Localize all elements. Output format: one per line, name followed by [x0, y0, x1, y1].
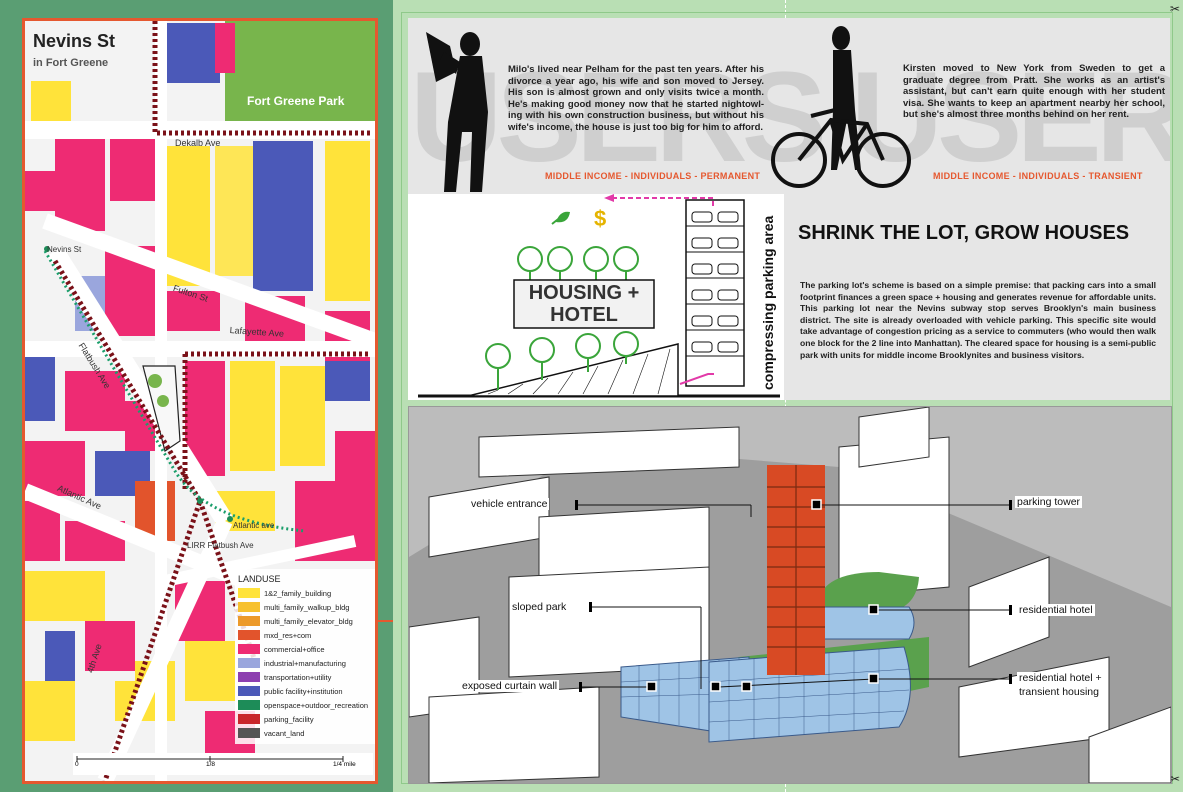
housing-hotel-label: HOUSING + HOTEL — [528, 282, 640, 326]
callout-res-hotel-transient-1: residential hotel + — [1017, 672, 1104, 684]
legend-item: mxd_res+com — [238, 628, 375, 642]
parking-area-label: compressing parking area — [760, 215, 776, 390]
users-ghost-text: USERS USERS — [410, 46, 1170, 189]
legend-item: public facility+institution — [238, 684, 375, 698]
callout-curtain-wall: exposed curtain wall — [460, 680, 560, 692]
map-subtitle: in Fort Greene — [33, 57, 109, 69]
legend-swatch — [238, 658, 260, 668]
scissors-icon: ✂ — [1170, 772, 1181, 786]
legend-item: openspace+outdoor_recreation — [238, 698, 375, 712]
scale-start: 0 — [75, 761, 79, 768]
legend-item: vacant_land — [238, 726, 375, 740]
legend-label: parking_facility — [264, 714, 314, 724]
street-label-dekalb: Dekalb Ave — [175, 138, 221, 148]
scale-mid: 1/8 — [206, 761, 216, 768]
scheme-section: SHRINK THE LOT, GROW HOUSES The parking … — [784, 194, 1170, 400]
street-label-atlantic-station: Atlantic ave — [233, 521, 275, 530]
park-label: Fort Greene Park — [247, 94, 345, 108]
legend-label: industrial+manufacturing — [264, 658, 346, 668]
legend-label: public facility+institution — [264, 686, 343, 696]
callout-vehicle-entrance: vehicle entrance — [469, 498, 550, 510]
scissors-icon: ✂ — [1170, 2, 1181, 16]
street-label-nevins: Nevins St — [47, 245, 82, 254]
milo-bio: Milo's lived near Pelham for the past te… — [508, 64, 764, 133]
kirsten-silhouette — [771, 26, 911, 188]
legend-item: industrial+manufacturing — [238, 656, 375, 670]
legend-title: LANDUSE — [238, 574, 281, 584]
legend-label: commercial+office — [264, 644, 325, 654]
legend-swatch — [238, 672, 260, 682]
callout-parking-tower: parking tower — [1015, 496, 1083, 508]
map-title: Nevins St — [33, 31, 116, 51]
legend-swatch — [238, 630, 260, 640]
kirsten-tag: MIDDLE INCOME - INDIVIDUALS - TRANSIENT — [933, 171, 1143, 181]
fort-greene-park — [225, 21, 375, 121]
legend-swatch — [238, 588, 260, 598]
axon-drawing — [409, 407, 1171, 783]
legend-swatch — [238, 714, 260, 724]
street-label-lirr: LIRR Flatbush Ave — [187, 541, 254, 550]
legend-item: parking_facility — [238, 712, 375, 726]
users-section: USERS USERS Milo's lived near Pelham for… — [408, 18, 1170, 194]
panel-connector — [375, 620, 393, 622]
milo-tag: MIDDLE INCOME - INDIVIDUALS - PERMANENT — [545, 171, 761, 181]
landuse-map — [25, 21, 375, 781]
legend-label: openspace+outdoor_recreation — [264, 700, 369, 710]
legend-swatch — [238, 602, 260, 612]
callout-residential-hotel: residential hotel — [1017, 604, 1095, 616]
legend-label: multi_family_walkup_bldg — [264, 602, 350, 612]
legend-swatch — [238, 700, 260, 710]
legend-label: transportation+utility — [264, 672, 332, 682]
legend-label: multi_family_elevator_bldg — [264, 616, 353, 626]
scheme-diagram — [418, 194, 780, 398]
legend-swatch — [238, 728, 260, 738]
legend-swatch — [238, 644, 260, 654]
legend-item: 1&2_family_building — [238, 586, 375, 600]
legend-label: vacant_land — [264, 728, 305, 738]
legend-swatch — [238, 686, 260, 696]
scale-end: 1/4 mile — [333, 761, 356, 768]
scheme-heading: SHRINK THE LOT, GROW HOUSES — [798, 222, 1130, 244]
legend-swatch — [238, 616, 260, 626]
diagram-section: $ HOUSING + HOTEL compressing parking ar… — [408, 194, 784, 400]
milo-silhouette — [426, 32, 488, 192]
legend-item: multi_family_walkup_bldg — [238, 600, 375, 614]
legend-item: commercial+office — [238, 642, 375, 656]
dollar-icon: $ — [594, 206, 607, 231]
axon-section: vehicle entrance parking tower sloped pa… — [408, 406, 1172, 784]
legend-item: multi_family_elevator_bldg — [238, 614, 375, 628]
callout-res-hotel-transient-2: transient housing — [1017, 686, 1101, 698]
scheme-body: The parking lot's scheme is based on a s… — [800, 280, 1156, 360]
legend-label: 1&2_family_building — [264, 588, 332, 598]
kirsten-bio: Kirsten moved to New York from Sweden to… — [903, 63, 1165, 120]
legend-label: mxd_res+com — [264, 630, 312, 640]
callout-sloped-park: sloped park — [510, 601, 569, 613]
legend-item: transportation+utility — [238, 670, 375, 684]
map-panel: Nevins St in Fort Greene Fort Greene Par… — [22, 18, 378, 784]
landuse-legend: LANDUSE 1&2_family_building multi_family… — [238, 574, 375, 740]
